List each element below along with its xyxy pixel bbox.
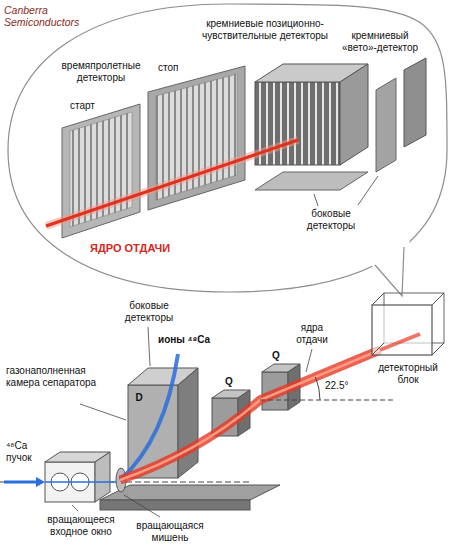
leader-line bbox=[124, 495, 160, 517]
part-label: вращающаяся мишень bbox=[130, 520, 210, 543]
recoil-beam-end bbox=[380, 334, 420, 350]
part-label: газонаполненная камера сепаратора bbox=[6, 365, 98, 388]
detector-block-edge bbox=[372, 293, 384, 305]
detector-block-edge bbox=[432, 343, 444, 355]
part-label: старт bbox=[70, 100, 104, 112]
magnet-letter: D bbox=[134, 392, 144, 404]
leader-line bbox=[148, 327, 150, 366]
magnet-side bbox=[178, 368, 198, 478]
leader-line bbox=[358, 176, 378, 205]
track-label: ЯДРО ОТДАЧИ bbox=[90, 242, 186, 255]
part-label: боковые детекторы bbox=[118, 300, 180, 323]
recoil-beam bbox=[120, 350, 380, 480]
leader-line bbox=[314, 194, 318, 206]
platform-top bbox=[100, 485, 280, 500]
recoil-beam-core bbox=[120, 350, 380, 480]
beam-label: ⁴⁸Ca пучок bbox=[6, 440, 46, 463]
part-label: кремниевые позиционно-чувствительные дет… bbox=[200, 18, 330, 41]
part-label: ядра отдачи bbox=[290, 322, 334, 345]
magnet-letter: Q bbox=[223, 376, 235, 388]
part-label: вращающееся входное окно bbox=[40, 514, 122, 537]
part-label: времяпролетные детекторы bbox=[58, 60, 144, 83]
credit-text: Canberra Semiconductors bbox=[4, 4, 90, 28]
part-label: стоп bbox=[158, 62, 188, 74]
part-label: кремниевый «вето»-детектор bbox=[340, 30, 420, 53]
beam-arrowhead bbox=[36, 477, 45, 487]
leader-line bbox=[306, 349, 312, 372]
leader-line bbox=[80, 404, 126, 420]
beam-line bbox=[45, 481, 116, 483]
veto-detector bbox=[404, 58, 426, 147]
box-side-face bbox=[340, 64, 368, 165]
beam-arrow bbox=[4, 481, 38, 484]
side-detector bbox=[376, 78, 396, 172]
angle-label: 22.5° bbox=[325, 380, 361, 392]
angle-arc bbox=[315, 377, 320, 400]
callout-bubble bbox=[8, 4, 447, 292]
ion-label: ионы ⁴⁸Ca bbox=[158, 334, 220, 346]
part-label: детекторный блок bbox=[372, 362, 444, 385]
side-detector bbox=[255, 172, 368, 190]
platform-front bbox=[100, 500, 250, 510]
bubble-tail bbox=[375, 247, 404, 296]
reference-line bbox=[260, 400, 395, 401]
leader-line bbox=[72, 505, 78, 511]
recoil-track-glow bbox=[46, 140, 298, 226]
magnet-letter: Q bbox=[270, 350, 282, 362]
bubble-tail-fill bbox=[368, 238, 410, 296]
detector-block bbox=[372, 305, 432, 355]
detector-block-edge bbox=[432, 293, 444, 305]
part-label: боковые детекторы bbox=[300, 208, 362, 231]
recoil-track bbox=[46, 140, 298, 226]
window-box-side bbox=[95, 452, 110, 502]
